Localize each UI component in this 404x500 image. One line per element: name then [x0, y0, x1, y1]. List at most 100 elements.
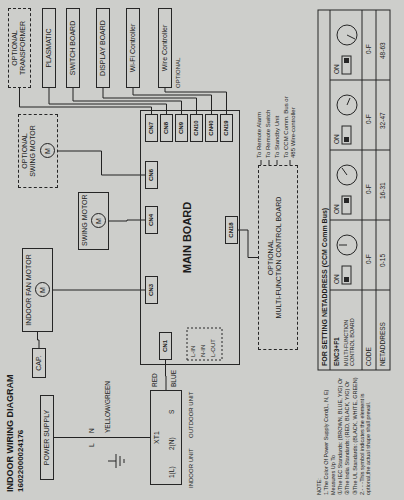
node-label: Wire Controller [161, 12, 169, 84]
node-label: Wi-Fi Controller [129, 12, 137, 84]
note-text: 2.- - -This symbol indicates the element… [359, 373, 372, 495]
component-box: SWING MOTORM [78, 192, 109, 250]
node-label: SWING MOTOR [29, 118, 37, 184]
component-box: PLASMATIC [42, 8, 56, 88]
text-label: NETADDRESS [379, 322, 386, 366]
dip-switch [342, 266, 351, 284]
component-box: POWER SUPPLY [40, 395, 54, 480]
text-label: L [88, 443, 95, 447]
signal-note: To Standby Unit [274, 94, 281, 158]
diagram-title: INDOOR WIRING DIAGRAM [5, 375, 15, 493]
text-label: FOR SETTING NETADDRESS (CCM Comm Bus) [321, 208, 329, 366]
node-label: CN9 [178, 116, 185, 140]
node-label: SWING MOTOR [81, 196, 89, 246]
node-label: CN40 [208, 116, 215, 140]
text-label: 2(N) [168, 437, 175, 450]
note-text: ②The India Standards: (RED, BLACK, Y/G) … [344, 373, 350, 495]
note-text: 1.The Color Of Power Supply Cord(L, N, E… [323, 373, 336, 495]
component-box: DISPLAY BOARD [96, 8, 110, 88]
connector-socket: CN8 [160, 114, 173, 142]
motor-symbol: M [40, 144, 55, 159]
text-label: N-IN [200, 345, 207, 357]
main-board: MAIN BOARD CN1 CN3 CN4 CN6 CN7 CN8 CN9 CN10 CN40C… [140, 110, 240, 365]
dip-knob [344, 58, 349, 63]
text-label: ON [333, 134, 340, 144]
component-box: CAP. [32, 348, 46, 378]
text-label: 0-F [365, 44, 372, 54]
wire [38, 332, 40, 348]
node-label: CN7 [148, 116, 155, 140]
text-label: N [88, 428, 95, 433]
node-label: CN10 [193, 116, 200, 140]
note-text: ③The UL Standards: (BLACK, WHITE, GREEN) [352, 373, 358, 495]
dip-switch [342, 126, 351, 144]
text-label: 0-F [365, 184, 372, 194]
node-label: CN3 [148, 278, 155, 302]
connector-socket: CN18 [225, 216, 238, 244]
node-label: OPTIONAL [267, 169, 275, 346]
connector-socket: CN7 [145, 114, 158, 142]
relay-outline [187, 328, 222, 360]
table-grid [330, 10, 390, 370]
node-label: CN4 [148, 208, 155, 232]
node-label: XT1 [153, 394, 161, 481]
node-label: CN1 [162, 334, 169, 358]
node-label: CN6 [148, 163, 155, 187]
signal-note: To CCM Comm. Bus or 485 Wire-controller [283, 94, 297, 158]
signal-note: To Remote Switch [265, 94, 272, 158]
text-label: L-OUT [210, 339, 217, 357]
dip-knob [344, 198, 349, 203]
text-label: BLUE [170, 370, 177, 387]
text-label: 16022000024176 [16, 430, 25, 492]
note-text: NOTE: [316, 373, 322, 495]
dip-knob [344, 137, 349, 142]
node-label: CAP. [35, 352, 43, 374]
node-label: MAIN BOARD [181, 114, 194, 361]
text-label: ENC3+F1 [333, 337, 340, 366]
remote-notes: To Remote AlarmTo Remote SwitchTo Standb… [256, 94, 298, 158]
component-box: SWITCH BOARD [66, 8, 80, 88]
text-label: RED [151, 373, 158, 387]
text-label: 0-15 [379, 254, 386, 267]
motor-symbol: M [91, 214, 106, 229]
text-label: CODE [365, 347, 372, 366]
component-box: XT1 [150, 390, 182, 485]
node-label: OPTIONAL [21, 118, 29, 184]
text-label: MULTI-FUNCTION CONTROL BOARD [343, 292, 356, 366]
text-label: 16-31 [379, 182, 386, 199]
connector-socket: CN3 [145, 276, 158, 304]
connector-socket: CN10 [190, 114, 203, 142]
dip-switch [342, 56, 351, 74]
signal-note: To Remote Alarm [256, 94, 263, 158]
text-label: 32-47 [379, 112, 386, 129]
node-label: INDOOR FAN MOTOR [25, 252, 33, 328]
component-box: Wire Controller [158, 8, 172, 88]
text-label: YELLOW/GREEN [104, 381, 111, 433]
node-label: CN18 [228, 218, 235, 242]
wire [238, 230, 258, 258]
motor-symbol: M [35, 283, 50, 298]
note-text: ①The IEC Standards: (BROWN, BLUE, Y/G) O… [337, 373, 343, 495]
dip-knob [344, 277, 349, 282]
notes-block: NOTE:1.The Color Of Power Supply Cord(L,… [316, 373, 373, 495]
node-label: POWER SUPPLY [43, 399, 51, 476]
table-frame [318, 10, 390, 370]
earth-symbol [108, 454, 124, 468]
text-label: ON [333, 64, 340, 74]
dial-pointers [339, 35, 355, 245]
node-label: PLASMATIC [45, 12, 53, 84]
node-label: TRANSFORMER [19, 12, 27, 84]
wire [53, 290, 145, 291]
text-label: 48-63 [379, 42, 386, 59]
text-label: ON [333, 204, 340, 214]
connector-socket: CN1 [159, 332, 172, 360]
text-label: ON [333, 274, 340, 284]
text-label: OUTDOOR UNIT [188, 392, 195, 438]
component-box: OPTIONALMULTI-FUNCTION CONTROL BOARD [258, 165, 298, 350]
dip-switch [342, 196, 351, 214]
text-label: S [168, 410, 175, 414]
